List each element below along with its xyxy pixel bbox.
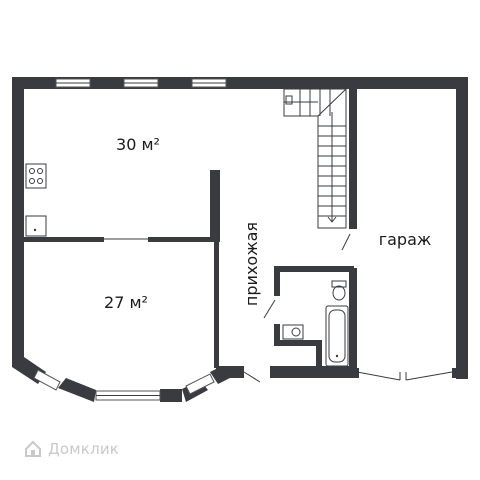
interior-walls	[24, 170, 354, 368]
watermark-text: Домклик	[48, 440, 120, 458]
doors	[243, 233, 453, 383]
watermark: Домклик	[24, 440, 119, 458]
kitchen-sink	[25, 215, 47, 237]
washbasin-icon	[282, 324, 304, 340]
domclick-house-icon	[25, 440, 41, 457]
hallway-label: прихожая	[242, 222, 261, 306]
toilet-icon	[331, 280, 347, 301]
bay-windows	[33, 369, 215, 401]
top-windows	[55, 78, 227, 88]
room-label-top: 30 м²	[116, 135, 160, 154]
kitchen-stove	[25, 163, 47, 189]
bathtub-icon	[325, 305, 349, 367]
garage-label: гараж	[379, 230, 432, 249]
room-label-bottom: 27 м²	[104, 293, 148, 312]
staircase	[283, 88, 347, 229]
